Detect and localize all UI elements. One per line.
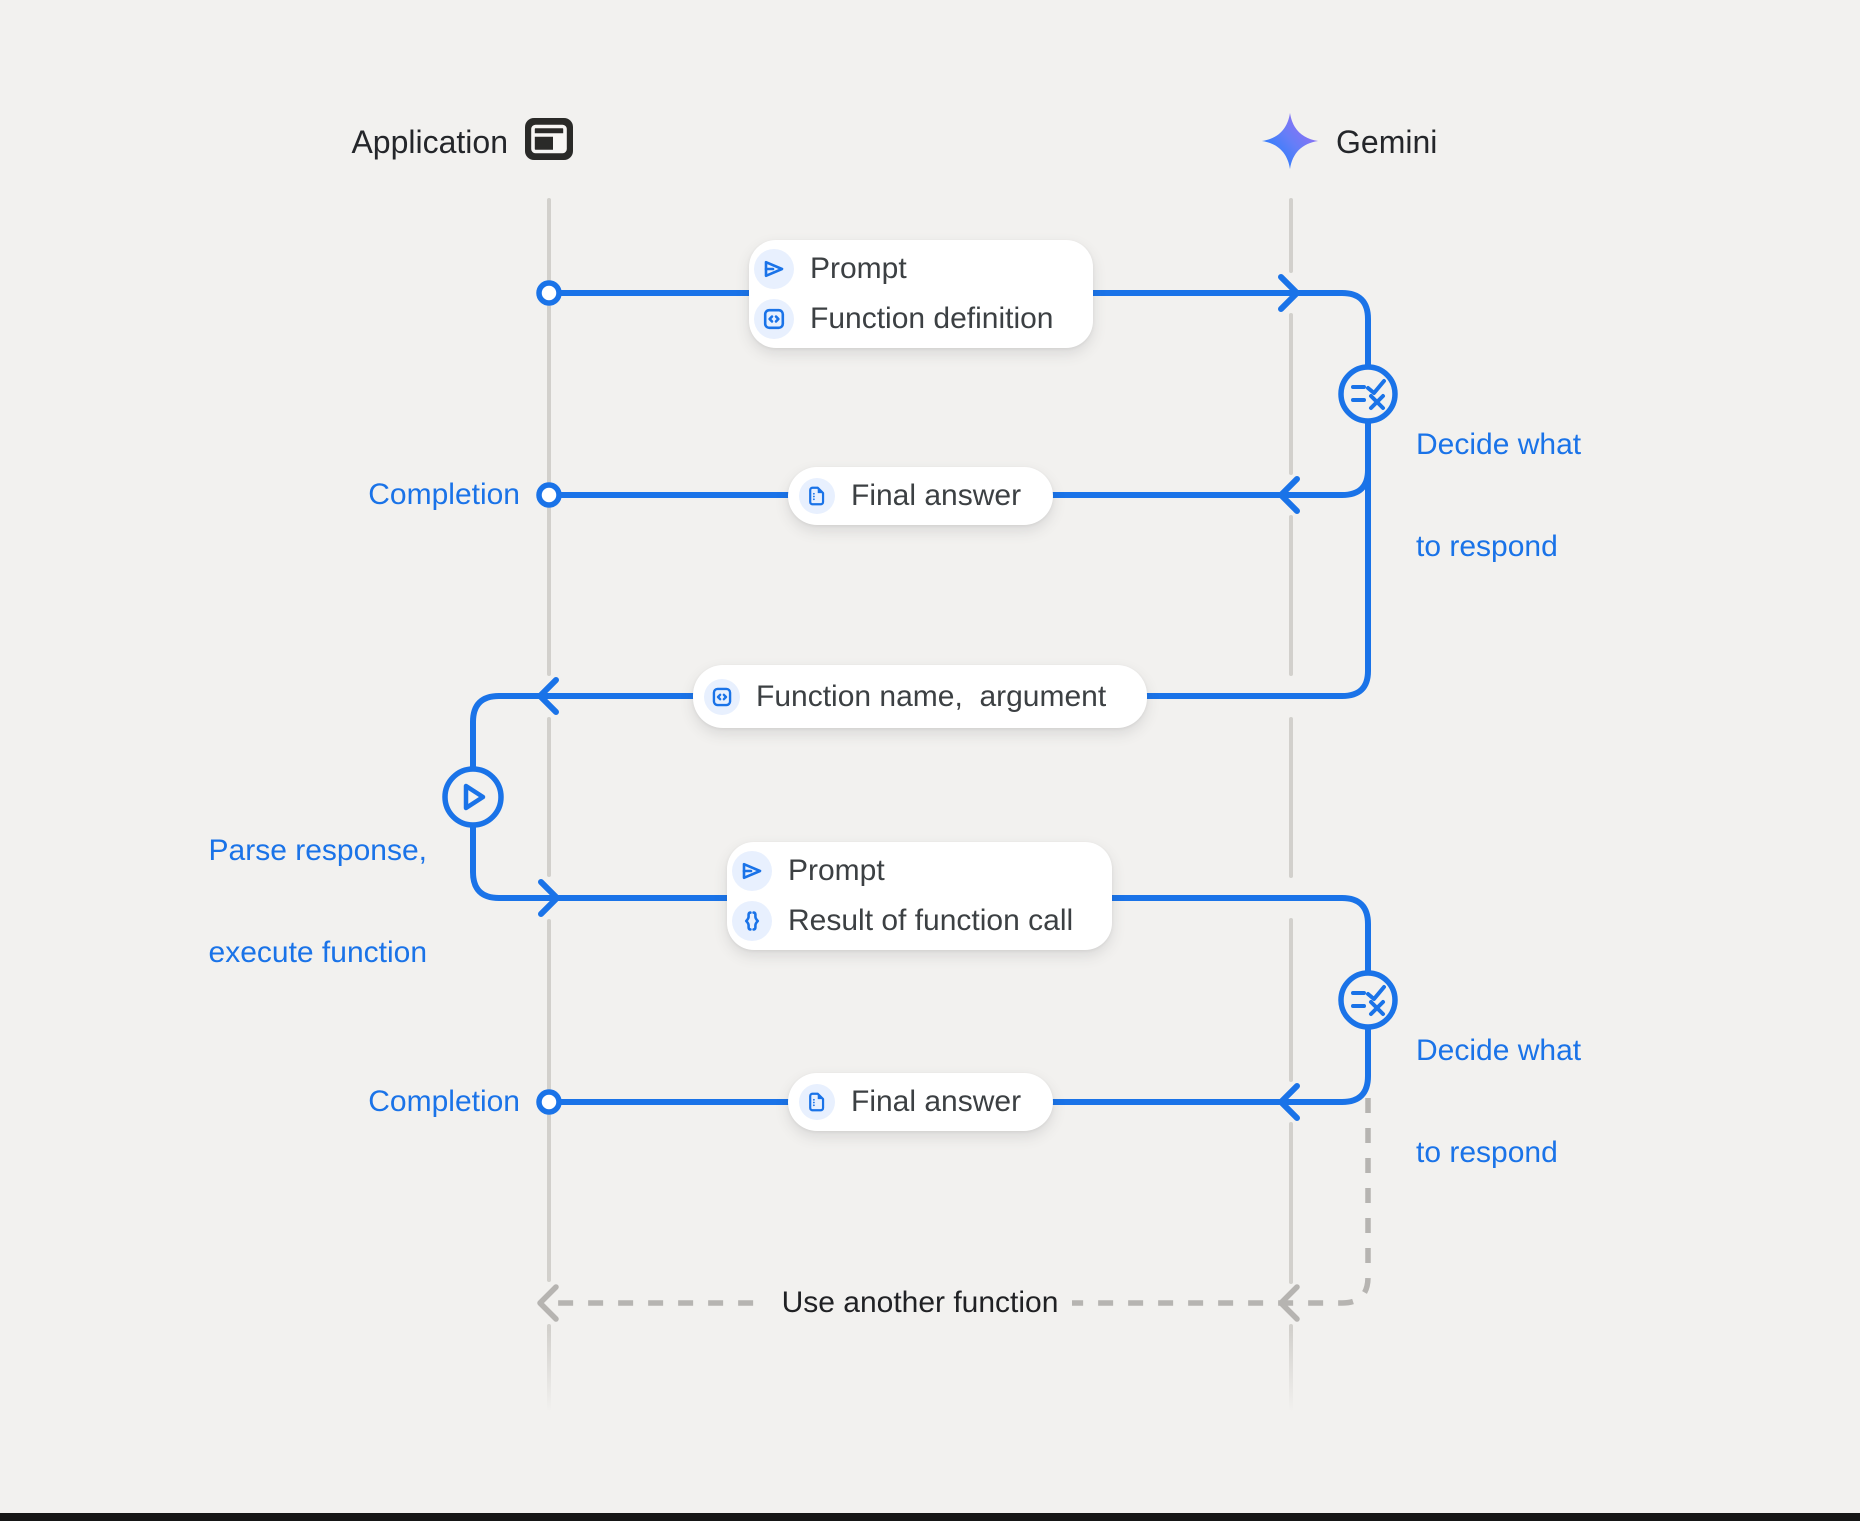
- bottom-window-edge: [0, 1513, 1860, 1521]
- card-label: Result of function call: [788, 904, 1074, 937]
- checklist-decision-icon: [1351, 985, 1386, 1016]
- card-label: Prompt: [788, 854, 885, 887]
- gray-arrowhead-left-icon: [1278, 1284, 1300, 1322]
- lifeline-fade: [1275, 1330, 1307, 1426]
- decide-label-2: Decide what to respond: [1416, 966, 1581, 1238]
- gemini-star-icon: [1259, 110, 1321, 172]
- gemini-lane-title: Gemini: [1336, 124, 1438, 160]
- arrowhead-right-icon: [538, 879, 560, 917]
- circle-node-completion-1: [536, 482, 562, 508]
- app-window-icon: [525, 118, 573, 160]
- braces-icon: [732, 901, 772, 941]
- send-icon: [754, 249, 794, 289]
- gray-arrowhead-left-icon: [537, 1284, 559, 1322]
- document-icon: [799, 478, 835, 514]
- send-icon: [732, 851, 772, 891]
- decide-node-1: [1338, 364, 1398, 424]
- message-card-prompt-function-definition: Prompt Function definition: [749, 240, 1093, 348]
- decide-label-line: Decide what: [1416, 428, 1582, 461]
- decide-label-1: Decide what to respond: [1416, 360, 1581, 632]
- message-card-function-name-argument: Function name, argument: [693, 665, 1147, 728]
- card-label: Final answer: [851, 1085, 1022, 1118]
- card-row: Result of function call: [727, 896, 1112, 946]
- card-label: Prompt: [810, 252, 907, 285]
- decide-label-line: to respond: [1416, 1136, 1558, 1169]
- arrow-final-answer-2: [558, 1024, 1371, 1105]
- lifeline-fade: [533, 1330, 565, 1426]
- play-icon: [463, 783, 486, 811]
- card-label: Function name, argument: [756, 679, 1107, 713]
- card-row: Prompt: [727, 846, 1112, 896]
- arrowhead-left-icon: [1278, 1083, 1300, 1121]
- parse-execute-node: [442, 766, 504, 828]
- card-row: Final answer: [788, 1077, 1053, 1127]
- message-card-prompt-result: Prompt Result of function call: [727, 842, 1112, 950]
- checklist-decision-icon: [1351, 379, 1386, 410]
- completion-label-1: Completion: [368, 478, 520, 511]
- card-label: Final answer: [851, 479, 1022, 512]
- card-row: Function definition: [749, 294, 1093, 344]
- use-another-function-dashed-arrow: [537, 1098, 1371, 1322]
- decide-node-2: [1338, 970, 1398, 1030]
- circle-node-completion-2: [536, 1089, 562, 1115]
- arrowhead-left-icon: [1278, 476, 1300, 514]
- code-brackets-icon: [704, 678, 740, 715]
- parse-label-line: Parse response,: [208, 834, 427, 867]
- use-another-function-text: Use another function: [767, 1286, 1073, 1320]
- card-row: Function name, argument: [693, 672, 1147, 722]
- arrowhead-left-icon: [537, 677, 559, 715]
- completion-label-2: Completion: [368, 1085, 520, 1118]
- message-card-final-answer-2: Final answer: [788, 1073, 1053, 1131]
- parse-execute-label: Parse response, execute function: [180, 766, 427, 1038]
- decide-label-line: to respond: [1416, 530, 1558, 563]
- application-lane-title: Application: [351, 124, 508, 160]
- card-row: Prompt: [749, 244, 1093, 294]
- card-row: Final answer: [788, 471, 1053, 521]
- use-another-function-label: Use another function: [700, 1286, 1140, 1320]
- card-label: Function definition: [810, 302, 1054, 335]
- circle-node-start-1: [536, 280, 562, 306]
- message-card-final-answer-1: Final answer: [788, 467, 1053, 525]
- arrowhead-right-icon: [1278, 274, 1300, 312]
- code-brackets-icon: [754, 299, 794, 339]
- arrow-final-answer-1: [558, 467, 1371, 498]
- parse-label-line: execute function: [208, 936, 427, 969]
- document-icon: [799, 1084, 835, 1120]
- arrow-prompt-function-definition: [558, 290, 1371, 370]
- decide-label-line: Decide what: [1416, 1034, 1582, 1067]
